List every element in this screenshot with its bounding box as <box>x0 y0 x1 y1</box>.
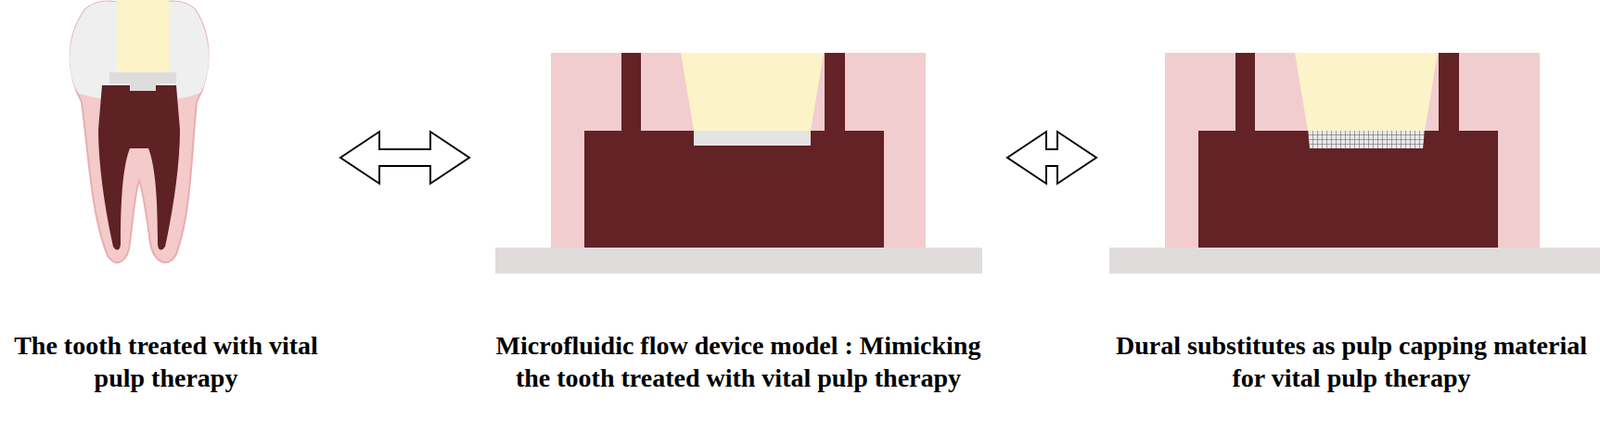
microfluidic-device-dural <box>1109 52 1600 274</box>
figure-panel: The tooth treated with vital pulp therap… <box>0 329 332 395</box>
figure-panel: Dural substitutes as pulp capping materi… <box>1105 329 1598 395</box>
caption-text: Dural substitutes as pulp capping materi… <box>1105 329 1598 395</box>
microfluidic-device <box>495 52 983 274</box>
double-arrow <box>1007 131 1097 184</box>
double-arrow <box>340 131 470 184</box>
caption-text: Microfluidic flow device model : Mimicki… <box>478 329 999 395</box>
figure-panel: Microfluidic flow device model : Mimicki… <box>478 329 999 395</box>
caption-text: The tooth treated with vital pulp therap… <box>0 329 332 395</box>
tooth-illustration <box>69 0 209 263</box>
